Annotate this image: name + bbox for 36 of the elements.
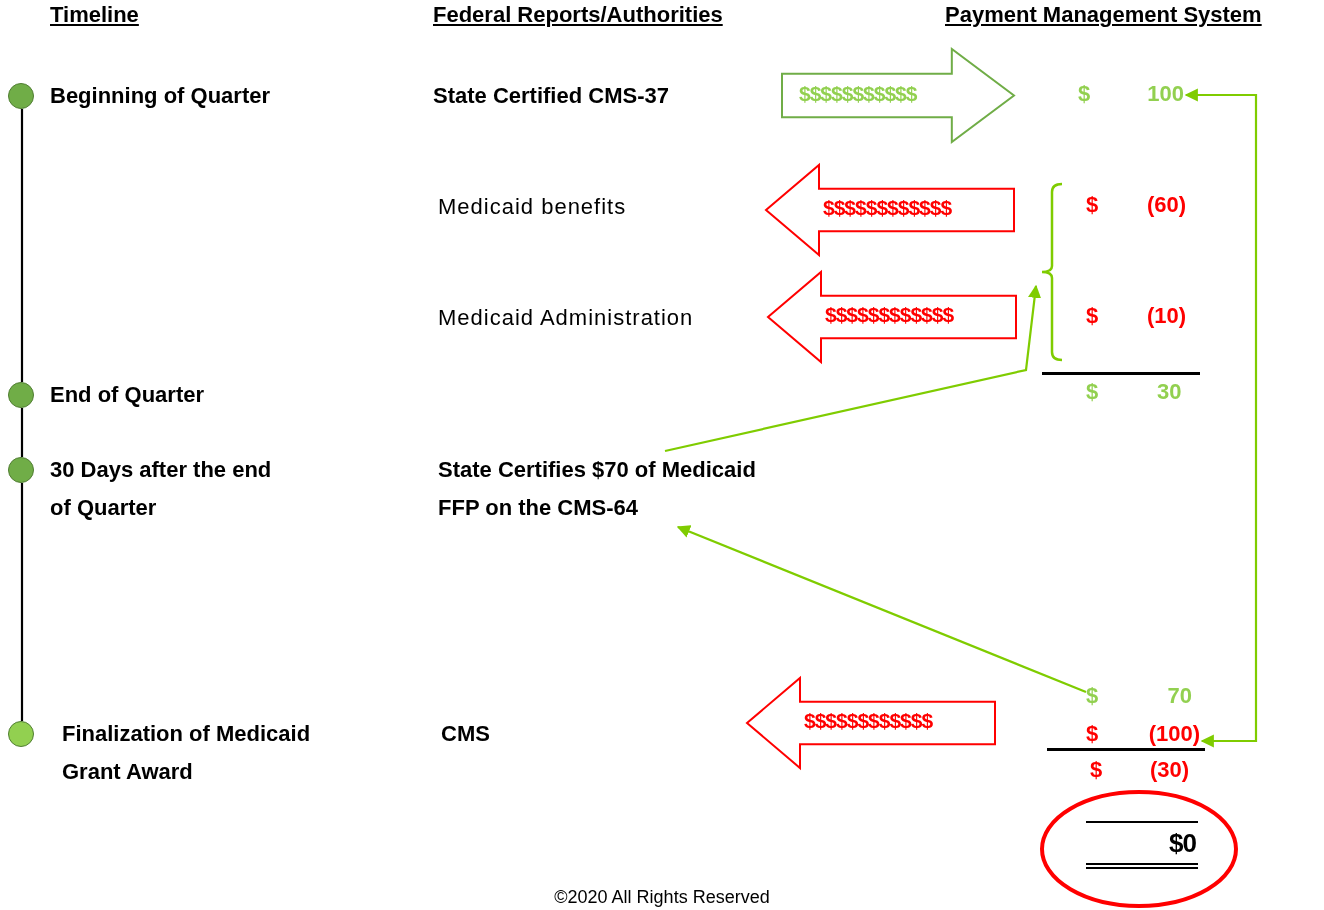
arrow: [1184, 88, 1258, 748]
timeline-line: [20, 408, 24, 457]
circled-total: $0: [1040, 790, 1238, 908]
amount-text: 30: [1157, 379, 1182, 405]
money-flow-banner: $$$$$$$$$$$$: [767, 271, 1017, 363]
timeline-line: [20, 483, 24, 721]
milestone-label: Beginning of Quarter: [50, 82, 271, 110]
amount-text: $: [1086, 192, 1099, 218]
report-text: State Certified CMS-37: [433, 77, 733, 115]
arrow: [664, 284, 1042, 453]
money-flow-banner: $$$$$$$$$$$$: [765, 164, 1015, 256]
amount-entry: $ 100: [1078, 78, 1184, 110]
column-heading: Payment Management System: [945, 2, 1262, 28]
amount-entry: $ (100): [1086, 718, 1200, 750]
money-flow-banner: $$$$$$$$$$$: [781, 48, 1015, 143]
column-heading: Federal Reports/Authorities: [433, 2, 723, 28]
amount-text: (10): [1147, 303, 1187, 329]
amount-text: $: [1086, 303, 1099, 329]
arrow: [676, 525, 1087, 693]
money-flow-banner: $$$$$$$$$$$$: [746, 677, 996, 769]
amount-text: (60): [1147, 192, 1187, 218]
milestone-label: 30 Days after the end of Quarter: [50, 456, 273, 522]
milestone-label: Finalization of Medicaid Grant Award: [62, 720, 312, 786]
amount-entry: $ 70: [1086, 680, 1192, 712]
report-text: Medicaid Administration: [438, 299, 758, 337]
column-heading: Timeline: [50, 2, 139, 28]
copyright-caption: ©2020 All Rights Reserved: [553, 887, 771, 908]
curly-brace: [1040, 182, 1064, 362]
report-text: CMS: [441, 715, 511, 753]
milestone-label: End of Quarter: [50, 381, 205, 409]
report-text: Medicaid benefits: [438, 188, 698, 226]
amount-text: (30): [1150, 757, 1190, 783]
amount-text: $: [1090, 757, 1103, 783]
timeline-line: [20, 109, 24, 382]
amount-text: $: [1086, 379, 1099, 405]
report-text: State Certifies $70 of Medicaid FFP on the CMS-64: [438, 451, 778, 527]
